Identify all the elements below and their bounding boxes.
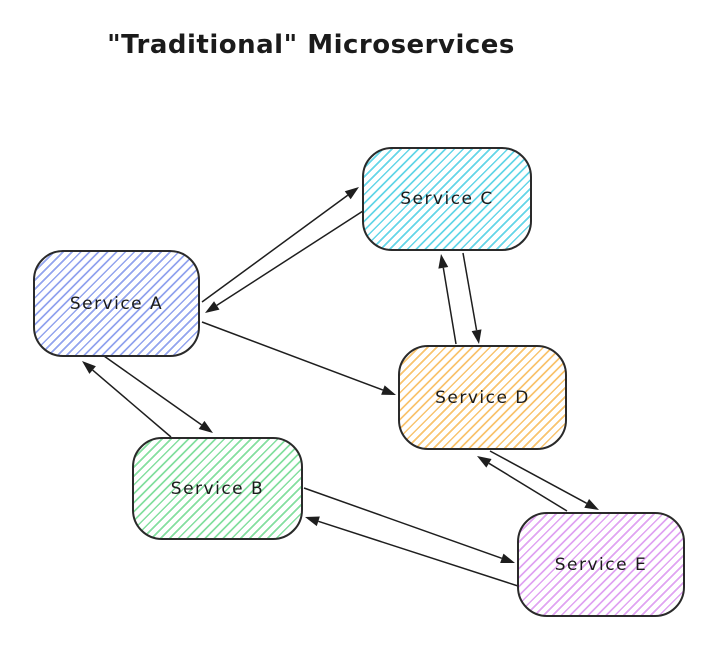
node-service-c: Service C	[362, 147, 532, 251]
node-service-e: Service E	[517, 512, 685, 617]
arrow-a-to-b	[103, 355, 213, 433]
arrow-d-to-c	[438, 254, 457, 345]
diagram-title: "Traditional" Microservices	[107, 30, 515, 60]
arrow-e-to-d	[477, 456, 568, 512]
arrowhead	[477, 456, 492, 468]
arrowhead	[82, 361, 96, 374]
arrowhead	[344, 187, 359, 200]
arrowhead	[438, 254, 449, 269]
arrowhead	[305, 516, 320, 527]
node-service-d-label: Service D	[435, 387, 530, 408]
arrowhead	[500, 553, 515, 564]
arrowhead	[381, 385, 396, 395]
arrow-c-to-a	[205, 210, 364, 313]
node-service-e-label: Service E	[554, 554, 648, 575]
arrow-d-to-e	[489, 450, 599, 510]
arrowhead	[584, 498, 599, 510]
arrowhead	[205, 301, 220, 313]
node-service-d: Service D	[398, 345, 567, 450]
arrowhead	[198, 420, 213, 433]
node-service-a: Service A	[33, 250, 200, 357]
node-service-b: Service B	[132, 437, 303, 540]
arrow-b-to-a	[82, 361, 172, 438]
node-service-b-label: Service B	[170, 478, 265, 499]
node-service-c-label: Service C	[400, 189, 494, 209]
arrow-a-to-c	[201, 187, 359, 303]
arrow-c-to-d	[462, 252, 482, 344]
arrow-b-to-e	[303, 487, 515, 564]
arrow-a-to-d	[201, 321, 396, 395]
arrow-e-to-b	[305, 516, 519, 587]
arrowhead	[471, 329, 482, 344]
node-service-a-label: Service A	[69, 293, 164, 314]
